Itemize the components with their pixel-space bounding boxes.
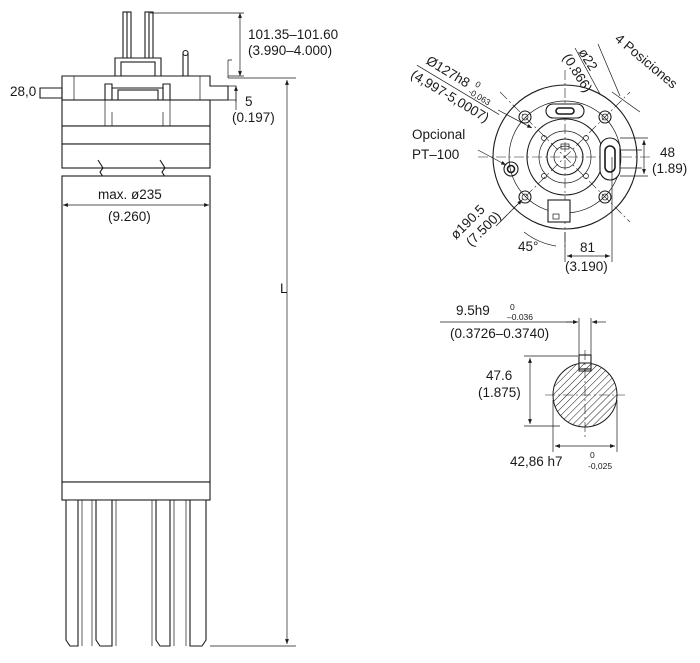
- dim-bolt-circle: ø190.5 (7.500): [448, 202, 504, 249]
- key-height-label: 47.6: [486, 368, 512, 383]
- max-diameter-label: max. ø235: [98, 187, 162, 202]
- dim-shaft-height: 101.35–101.60 (3.990–4.000): [150, 12, 338, 78]
- connector-top: [545, 103, 585, 119]
- shaft-diameter-label: 42,86 h7: [510, 454, 563, 469]
- side-view: 101.35–101.60 (3.990–4.000) 28,0 5 (0.19…: [10, 11, 338, 647]
- dim-flange-thickness: 28,0: [10, 84, 36, 99]
- bolt-holes: [518, 110, 612, 204]
- main-body: [61, 175, 211, 501]
- shaft-height-label: 101.35–101.60: [248, 27, 338, 42]
- key-tol-lower: –0.036: [507, 312, 533, 322]
- top-shaft: [114, 11, 189, 79]
- option-label: Opcional: [412, 127, 465, 142]
- key-width-label: 9.5h9: [456, 303, 490, 318]
- shaft-step-label: 5: [245, 94, 253, 109]
- key-width-inch-label: (0.3726–0.3740): [450, 326, 549, 341]
- dim-positions: 4 Posiciones: [612, 31, 680, 92]
- pt100-sensor: [477, 149, 519, 177]
- upper-body: [61, 99, 211, 169]
- max-diameter-inch-label: (9.260): [108, 209, 151, 224]
- dim-length: L: [210, 77, 296, 647]
- shaft-section: 9.5h9 0 –0.036 (0.3726–0.3740) 47.6 (1.8…: [440, 302, 625, 471]
- dim-shaft-diameter: 42,86 h7 0 -0,025: [510, 400, 618, 471]
- legs: [65, 499, 207, 647]
- dim-hole-diameter: ø22 (0.866): [560, 46, 601, 95]
- outer-flange-circle: [492, 84, 638, 230]
- bolt-hole: [598, 190, 612, 204]
- shaft-height-inch-label: (3.990–4.000): [248, 43, 332, 58]
- shaft-tol-upper: 0: [590, 450, 595, 460]
- option-sensor-label: PT–100: [412, 147, 459, 162]
- dim-pilot-diameter: Ø127h8 0 -0,063 (4,997-5,0007): [408, 53, 500, 125]
- bolt-hole: [518, 110, 532, 124]
- pilot-tol-upper: 0: [473, 79, 482, 90]
- flange-thickness-label: 28,0: [10, 84, 36, 99]
- dim-key-height: 47.6 (1.875): [478, 355, 578, 427]
- key-height-inch-label: (1.875): [478, 385, 521, 400]
- dim-max-diameter: max. ø235 (9.260): [63, 187, 209, 224]
- bolt-hole: [518, 190, 532, 204]
- key-tol-upper: 0: [510, 302, 515, 312]
- length-label: L: [280, 281, 288, 296]
- dim-key-width: 9.5h9 0 –0.036 (0.3726–0.3740): [440, 302, 606, 356]
- dim-offset-48: 48 (1.89): [620, 137, 687, 177]
- bottom-boss: [547, 199, 571, 223]
- shaft-tol-lower: -0,025: [588, 461, 612, 471]
- offset-48-inch-label: (1.89): [652, 161, 687, 176]
- top-view: Ø127h8 0 -0,063 (4,997-5,0007) ø22 (0.86…: [408, 31, 687, 274]
- positions-label: 4 Posiciones: [612, 31, 680, 92]
- angle-label: 45°: [518, 239, 538, 254]
- dim-shaft-step: 5 (0.197): [228, 85, 275, 125]
- offset-81-inch-label: (3.190): [565, 259, 608, 274]
- offset-48-label: 48: [660, 145, 675, 160]
- dim-offset-81: 81 (3.190): [564, 157, 613, 274]
- shaft-step-inch-label: (0.197): [232, 110, 275, 125]
- offset-81-label: 81: [580, 240, 595, 255]
- connector-right: [599, 137, 642, 181]
- bolt-hole: [598, 110, 612, 124]
